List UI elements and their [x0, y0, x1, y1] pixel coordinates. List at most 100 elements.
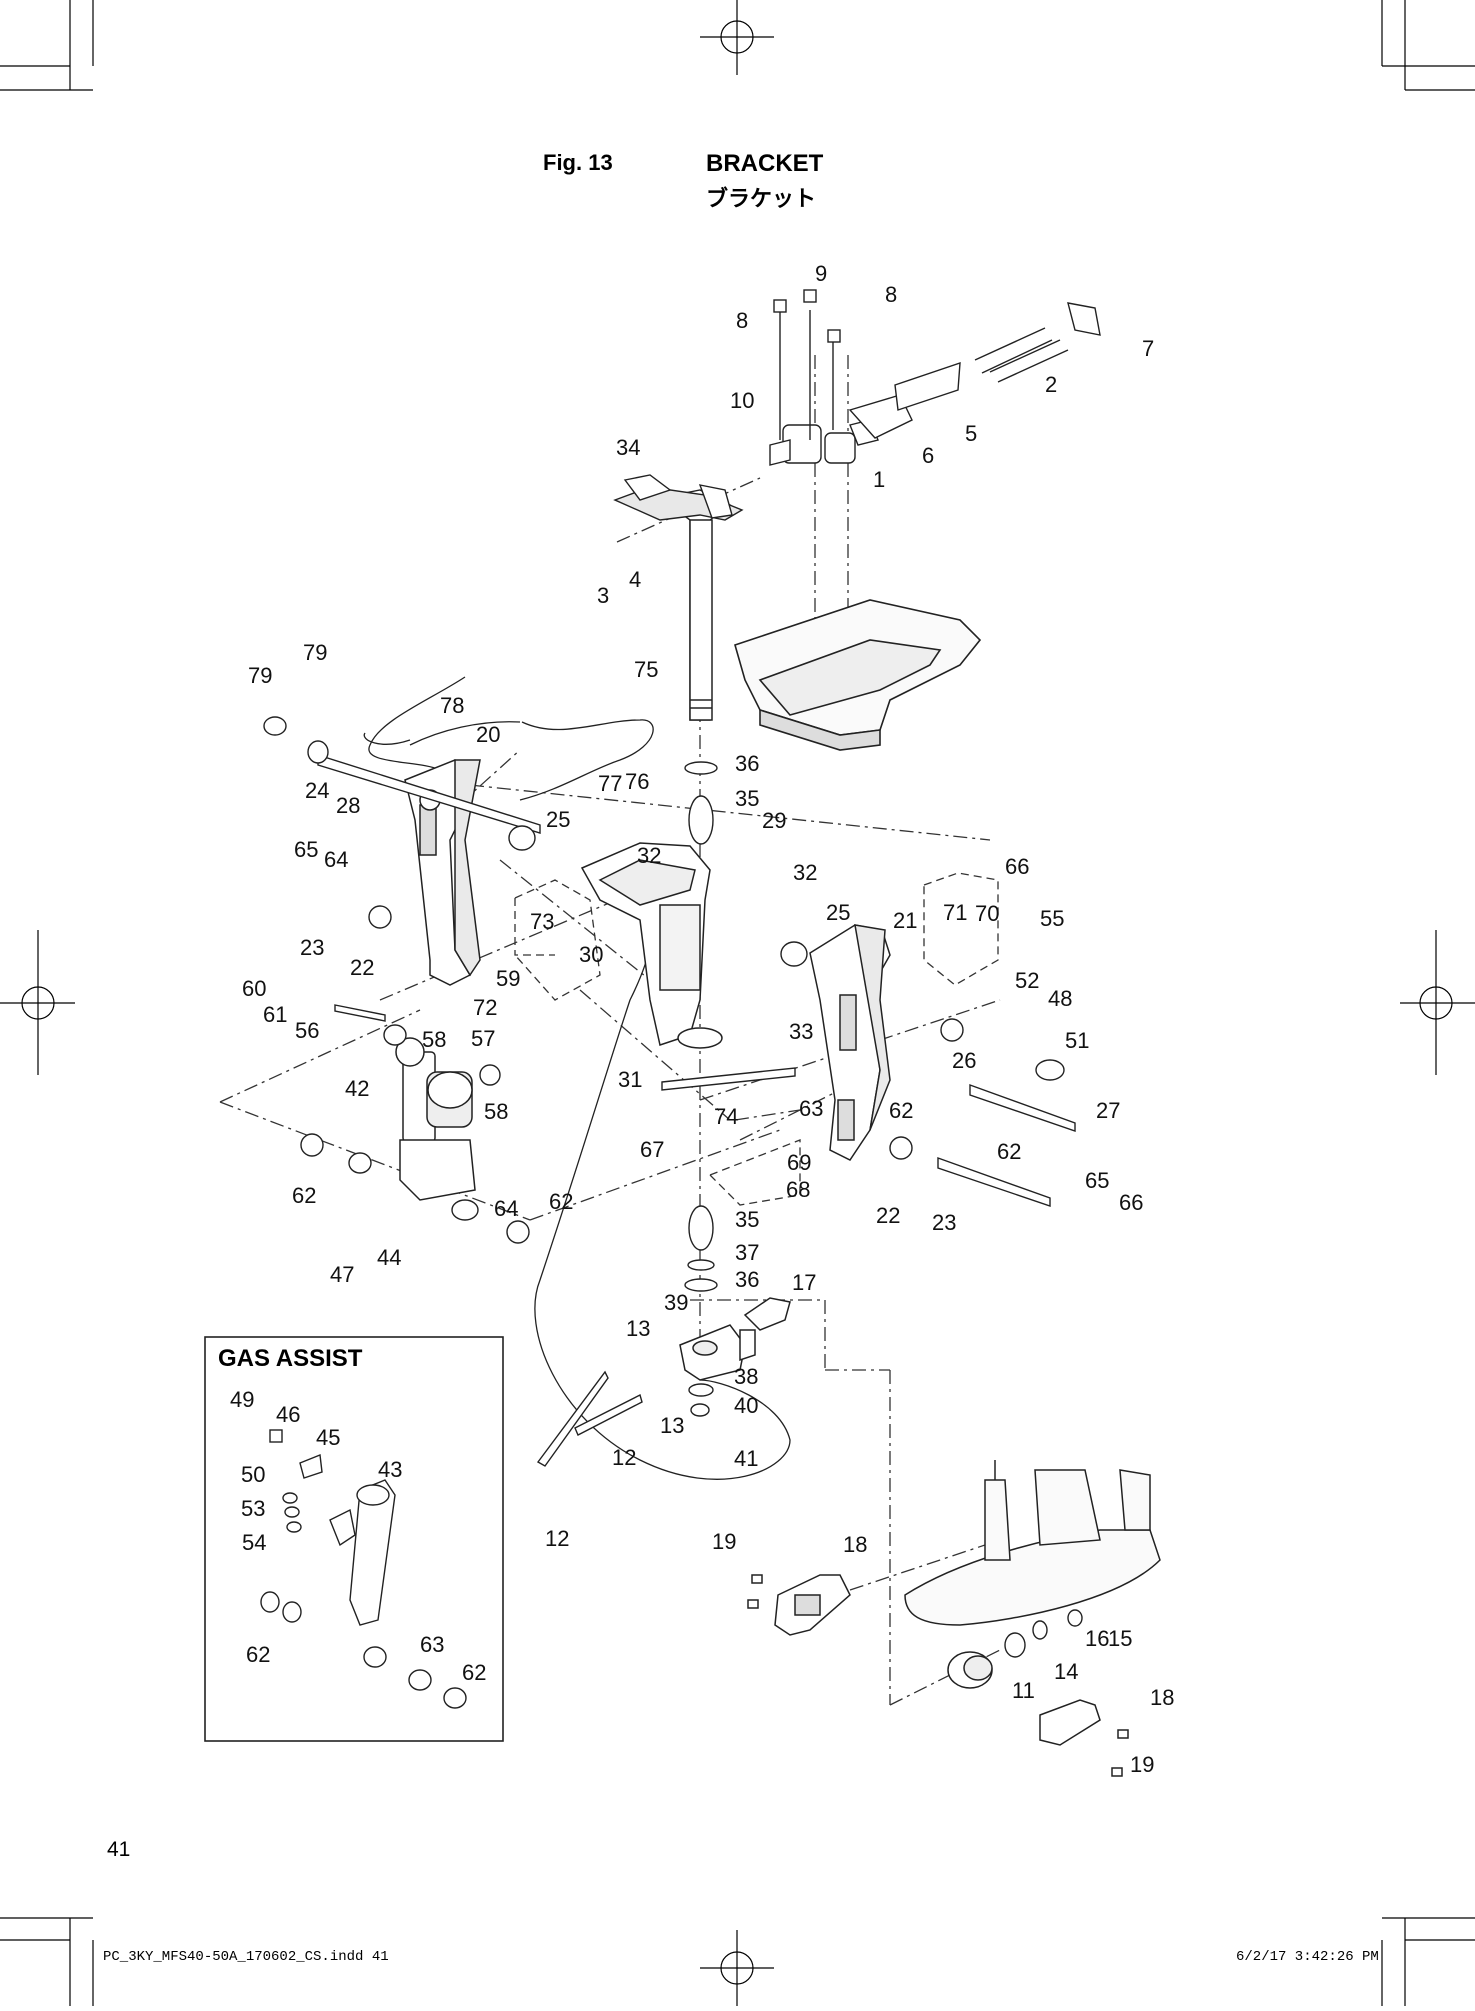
callout-79: 79 [303, 640, 327, 665]
callout-10: 10 [730, 388, 754, 413]
inset-callout-43: 43 [378, 1457, 402, 1482]
inset-callout-49: 49 [230, 1387, 254, 1412]
callout-20: 20 [476, 722, 500, 747]
callout-24: 24 [305, 778, 329, 803]
footer-timestamp: 6/2/17 3:42:26 PM [1236, 1949, 1379, 1965]
inset-callout-62: 62 [246, 1642, 270, 1667]
callout-27: 27 [1096, 1098, 1120, 1123]
lower-cover [747, 1574, 1129, 1777]
callout-22: 22 [876, 1203, 900, 1228]
callout-47: 47 [330, 1262, 354, 1287]
upper-mount [769, 289, 1101, 466]
callout-15: 15 [1108, 1626, 1132, 1651]
callout-72: 72 [473, 995, 497, 1020]
callout-76: 76 [625, 769, 649, 794]
callout-8: 8 [736, 308, 748, 333]
callout-5: 5 [965, 421, 977, 446]
callout-68: 68 [786, 1177, 810, 1202]
callout-4: 4 [629, 567, 641, 592]
callout-7: 7 [1142, 336, 1154, 361]
steering-bracket [679, 1297, 791, 1381]
callout-41: 41 [734, 1446, 758, 1471]
callout-11: 11 [1012, 1678, 1035, 1703]
callout-12: 12 [612, 1445, 636, 1470]
callout-39: 39 [664, 1290, 688, 1315]
rods [317, 754, 1076, 1467]
cables [363, 676, 791, 1480]
callout-3: 3 [597, 583, 609, 608]
oil-pan [734, 599, 982, 751]
callout-33: 33 [789, 1019, 813, 1044]
callout-65: 65 [294, 837, 318, 862]
callout-22: 22 [350, 955, 374, 980]
callout-labels: 1234567889101112121313141516171818191920… [230, 261, 1174, 1777]
callout-66: 66 [1119, 1190, 1143, 1215]
callout-12: 12 [545, 1526, 569, 1551]
callout-32: 32 [793, 860, 817, 885]
callout-44: 44 [377, 1245, 401, 1270]
callout-51: 51 [1065, 1028, 1089, 1053]
callout-64: 64 [324, 847, 348, 872]
callout-79: 79 [248, 663, 272, 688]
swivel-bracket [580, 842, 723, 1049]
callout-59: 59 [496, 966, 520, 991]
callout-31: 31 [618, 1067, 642, 1092]
callout-16: 16 [1085, 1626, 1109, 1651]
callout-77: 77 [598, 771, 622, 796]
inset-callout-53: 53 [241, 1496, 265, 1521]
callout-52: 52 [1015, 968, 1039, 993]
inset-callout-54: 54 [242, 1530, 266, 1555]
gas-assist-inset [204, 1336, 504, 1742]
callout-37: 37 [735, 1240, 759, 1265]
callout-62: 62 [889, 1098, 913, 1123]
callout-25: 25 [546, 807, 570, 832]
lower-casing [904, 1460, 1161, 1626]
callout-6: 6 [922, 443, 934, 468]
callout-19: 19 [712, 1529, 736, 1554]
callout-62: 62 [997, 1139, 1021, 1164]
callout-8: 8 [885, 282, 897, 307]
inset-callout-62: 62 [462, 1660, 486, 1685]
callout-42: 42 [345, 1076, 369, 1101]
callout-13: 13 [660, 1413, 684, 1438]
callout-60: 60 [242, 976, 266, 1001]
bushings [263, 716, 1083, 1658]
callout-9: 9 [815, 261, 827, 286]
callout-21: 21 [893, 908, 917, 933]
callout-19: 19 [1130, 1752, 1154, 1777]
callout-34: 34 [616, 435, 640, 460]
leader-lines [219, 355, 1001, 1706]
callout-75: 75 [634, 657, 658, 682]
right-stern-bracket [809, 924, 891, 1161]
callout-66: 66 [1005, 854, 1029, 879]
callout-18: 18 [1150, 1685, 1174, 1710]
inset-callout-50: 50 [241, 1462, 265, 1487]
callout-35: 35 [735, 1207, 759, 1232]
callout-23: 23 [932, 1210, 956, 1235]
gas-assist-title: GAS ASSIST [218, 1345, 363, 1372]
callout-61: 61 [263, 1002, 287, 1027]
tilt-cylinder [395, 1037, 476, 1201]
callout-25: 25 [826, 900, 850, 925]
callout-2: 2 [1045, 372, 1057, 397]
callout-40: 40 [734, 1393, 758, 1418]
callout-13: 13 [626, 1316, 650, 1341]
callout-58: 58 [484, 1099, 508, 1124]
figure-title: BRACKET [706, 150, 824, 177]
callout-36: 36 [735, 751, 759, 776]
callout-56: 56 [295, 1018, 319, 1043]
callout-57: 57 [471, 1026, 495, 1051]
callout-26: 26 [952, 1048, 976, 1073]
callout-69: 69 [787, 1150, 811, 1175]
gas-assist-parts [260, 1429, 467, 1709]
callout-32: 32 [637, 843, 661, 868]
callout-18: 18 [843, 1532, 867, 1557]
page-number: 41 [107, 1838, 131, 1861]
callout-14: 14 [1054, 1659, 1078, 1684]
callout-17: 17 [792, 1270, 816, 1295]
inset-callout-45: 45 [316, 1425, 340, 1450]
callout-1: 1 [873, 467, 885, 492]
callout-62: 62 [292, 1183, 316, 1208]
